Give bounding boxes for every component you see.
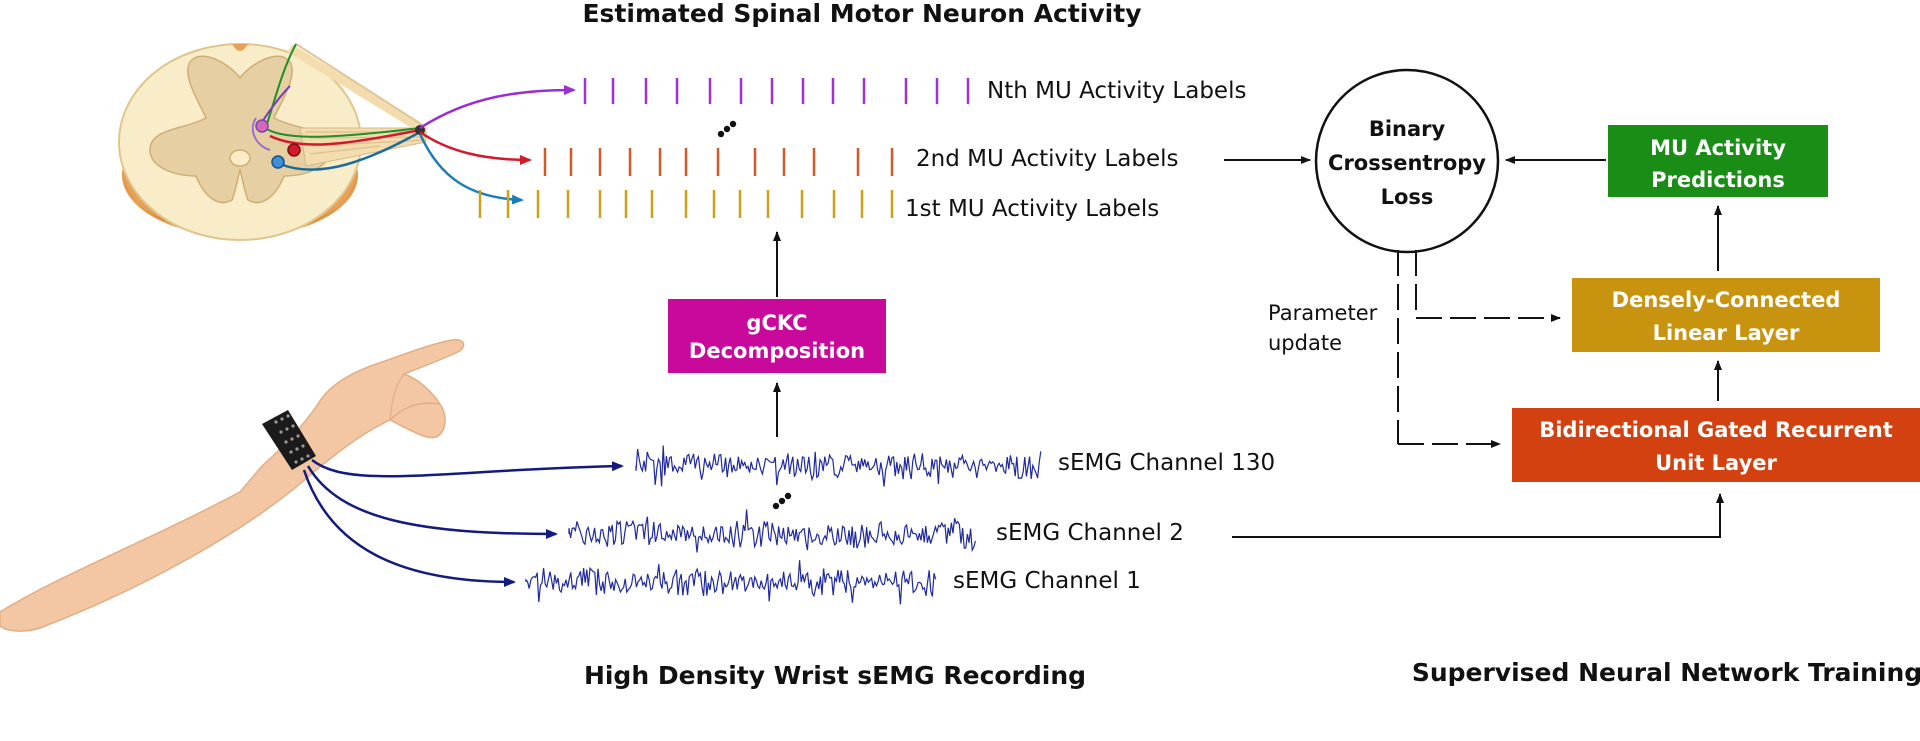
semg-ellipsis-dots — [772, 492, 792, 510]
arm-illustration — [0, 338, 624, 632]
semg-ch130-label: sEMG Channel 130 — [1058, 450, 1275, 476]
gckc-line2: Decomposition — [689, 339, 865, 363]
title-bottom-left: High Density Wrist sEMG Recording — [584, 661, 1086, 690]
loss-line3: Loss — [1381, 185, 1434, 209]
mu-activity-predictions-box: MU Activity Predictions — [1608, 125, 1828, 197]
nth-mu-spike-train — [583, 78, 970, 104]
gru-line2: Unit Layer — [1655, 451, 1777, 475]
dense-line2: Linear Layer — [1653, 321, 1800, 345]
parameter-update-line2: update — [1268, 331, 1342, 355]
arrow-emg-to-gru — [1232, 493, 1724, 538]
gckc-line1: gCKC — [746, 311, 807, 335]
first-mu-label: 1st MU Activity Labels — [905, 196, 1159, 222]
title-top: Estimated Spinal Motor Neuron Activity — [582, 0, 1141, 28]
title-bottom-right: Supervised Neural Network Training — [1412, 658, 1920, 687]
gru-line1: Bidirectional Gated Recurrent — [1539, 418, 1893, 442]
predictions-line1: MU Activity — [1650, 136, 1786, 160]
spinal-cord-illustration — [118, 43, 576, 241]
second-mu-label: 2nd MU Activity Labels — [916, 146, 1178, 172]
densely-connected-layer-box: Densely-Connected Linear Layer — [1572, 278, 1880, 352]
mu-ellipsis-dots — [717, 120, 737, 138]
semg-channel-130-trace — [635, 445, 1042, 487]
binary-crossentropy-loss: Binary Crossentropy Loss — [1314, 68, 1500, 254]
semg-ch1-label: sEMG Channel 1 — [953, 568, 1141, 594]
second-mu-spike-train — [543, 148, 894, 176]
gckc-decomposition-box: gCKC Decomposition — [668, 299, 886, 373]
loss-line1: Binary — [1369, 117, 1446, 141]
dense-line1: Densely-Connected — [1612, 288, 1841, 312]
bidirectional-gru-layer-box: Bidirectional Gated Recurrent Unit Layer — [1512, 408, 1920, 482]
nth-mu-label: Nth MU Activity Labels — [987, 78, 1246, 104]
semg-ch2-label: sEMG Channel 2 — [996, 520, 1184, 546]
predictions-line2: Predictions — [1651, 168, 1785, 192]
semg-channel-1-trace — [525, 560, 937, 605]
loss-line2: Crossentropy — [1328, 151, 1486, 175]
semg-channel-2-trace — [568, 509, 976, 553]
parameter-update-arrows — [1397, 250, 1561, 448]
parameter-update-line1: Parameter — [1268, 301, 1378, 325]
first-mu-spike-train — [478, 190, 894, 218]
